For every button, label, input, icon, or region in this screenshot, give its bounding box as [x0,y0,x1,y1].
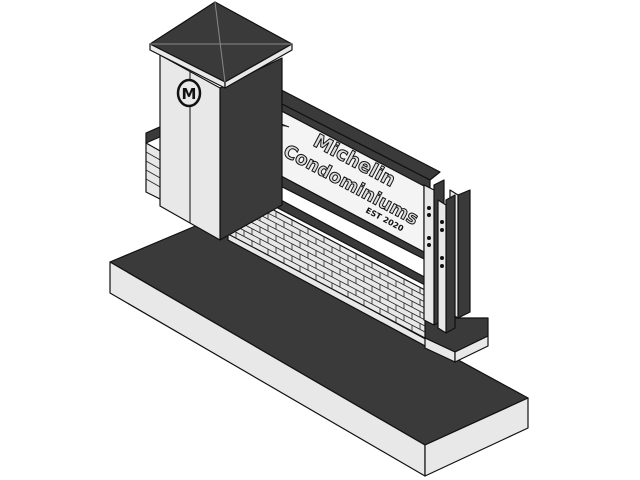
right-posts [423,179,471,334]
brick-course-line [227,221,426,327]
monogram-m-icon: M [176,78,202,108]
brick-course-line [227,209,426,315]
brick-course-line [227,215,426,321]
brick-course-line [227,203,426,309]
pillar: M [149,1,293,241]
base-slab [109,221,529,477]
brick-course-line [227,227,426,333]
monogram-letter: M [182,85,197,103]
